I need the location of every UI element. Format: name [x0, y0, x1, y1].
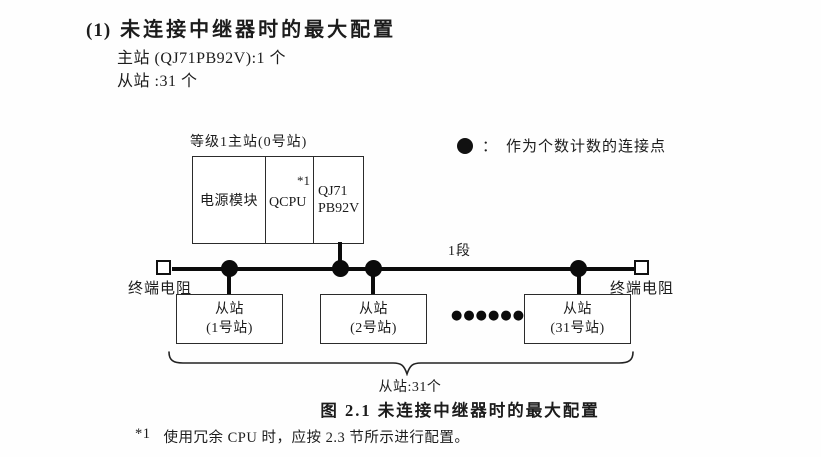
connection-point-icon	[457, 137, 473, 154]
slave1-drop-line	[227, 270, 231, 296]
terminator-left-icon	[156, 260, 171, 275]
legend: ： 作为个数计数的连接点	[457, 135, 666, 156]
bus-line	[172, 267, 636, 272]
ellipsis-dots: ●●●●●●	[451, 308, 526, 323]
terminator-right-icon	[634, 260, 649, 275]
master-drop-line	[338, 242, 342, 269]
slave-name: 从站	[563, 302, 592, 317]
power-module-cell: 电源模块	[193, 157, 266, 243]
footnote-marker: *1	[135, 426, 151, 442]
footnote-ref-mark: *1	[297, 173, 310, 188]
slave-name: 从站	[359, 302, 388, 317]
slave-count-line: 从站 :31 个	[117, 73, 198, 90]
pb92v-line1: QJ71	[318, 184, 348, 199]
slave-station-box-1: 从站 (1号站)	[176, 294, 283, 344]
pb92v-line2: PB92V	[318, 201, 360, 216]
section-title: 未连接中继器时的最大配置	[120, 19, 397, 41]
slave-station-number: (1号站)	[206, 321, 253, 336]
pb92v-cell: QJ71 PB92V	[314, 157, 363, 243]
slave-station-number: (2号站)	[350, 321, 397, 336]
section-number: (1)	[86, 20, 112, 41]
slave31-drop-line	[577, 270, 581, 296]
slave-station-number: (31号站)	[550, 321, 605, 336]
legend-separator: ：	[482, 139, 499, 155]
slave2-drop-line	[371, 270, 375, 296]
master-station-box: 电源模块 *1 QCPU QJ71 PB92V	[192, 156, 364, 244]
connection-point-icon	[570, 260, 587, 277]
slave-station-box-31: 从站 (31号站)	[524, 294, 631, 344]
slave-name: 从站	[215, 302, 244, 317]
terminator-right-label: 终端电阻	[610, 281, 675, 297]
qcpu-label: QCPU	[269, 195, 307, 210]
section-heading: (1) 未连接中继器时的最大配置	[86, 13, 396, 42]
connection-point-icon	[332, 260, 349, 277]
connection-point-icon	[221, 260, 238, 277]
legend-label: 作为个数计数的连接点	[506, 139, 667, 155]
slave-station-box-2: 从站 (2号站)	[320, 294, 427, 344]
terminator-left-label: 终端电阻	[128, 281, 193, 297]
segment-label: 1段	[448, 244, 471, 259]
figure-caption: 图 2.1 未连接中继器时的最大配置	[320, 401, 600, 420]
footnote: *1 使用冗余 CPU 时，应按 2.3 节所示进行配置。	[135, 426, 469, 447]
master-station-label: 等级1主站(0号站)	[190, 135, 308, 150]
brace-label: 从站:31个	[378, 380, 442, 395]
footnote-text: 使用冗余 CPU 时，应按 2.3 节所示进行配置。	[163, 430, 470, 446]
qcpu-cell: *1 QCPU	[266, 157, 314, 243]
master-count-line: 主站 (QJ71PB92V):1 个	[117, 50, 287, 67]
brace	[168, 351, 634, 376]
connection-point-icon	[365, 260, 382, 277]
